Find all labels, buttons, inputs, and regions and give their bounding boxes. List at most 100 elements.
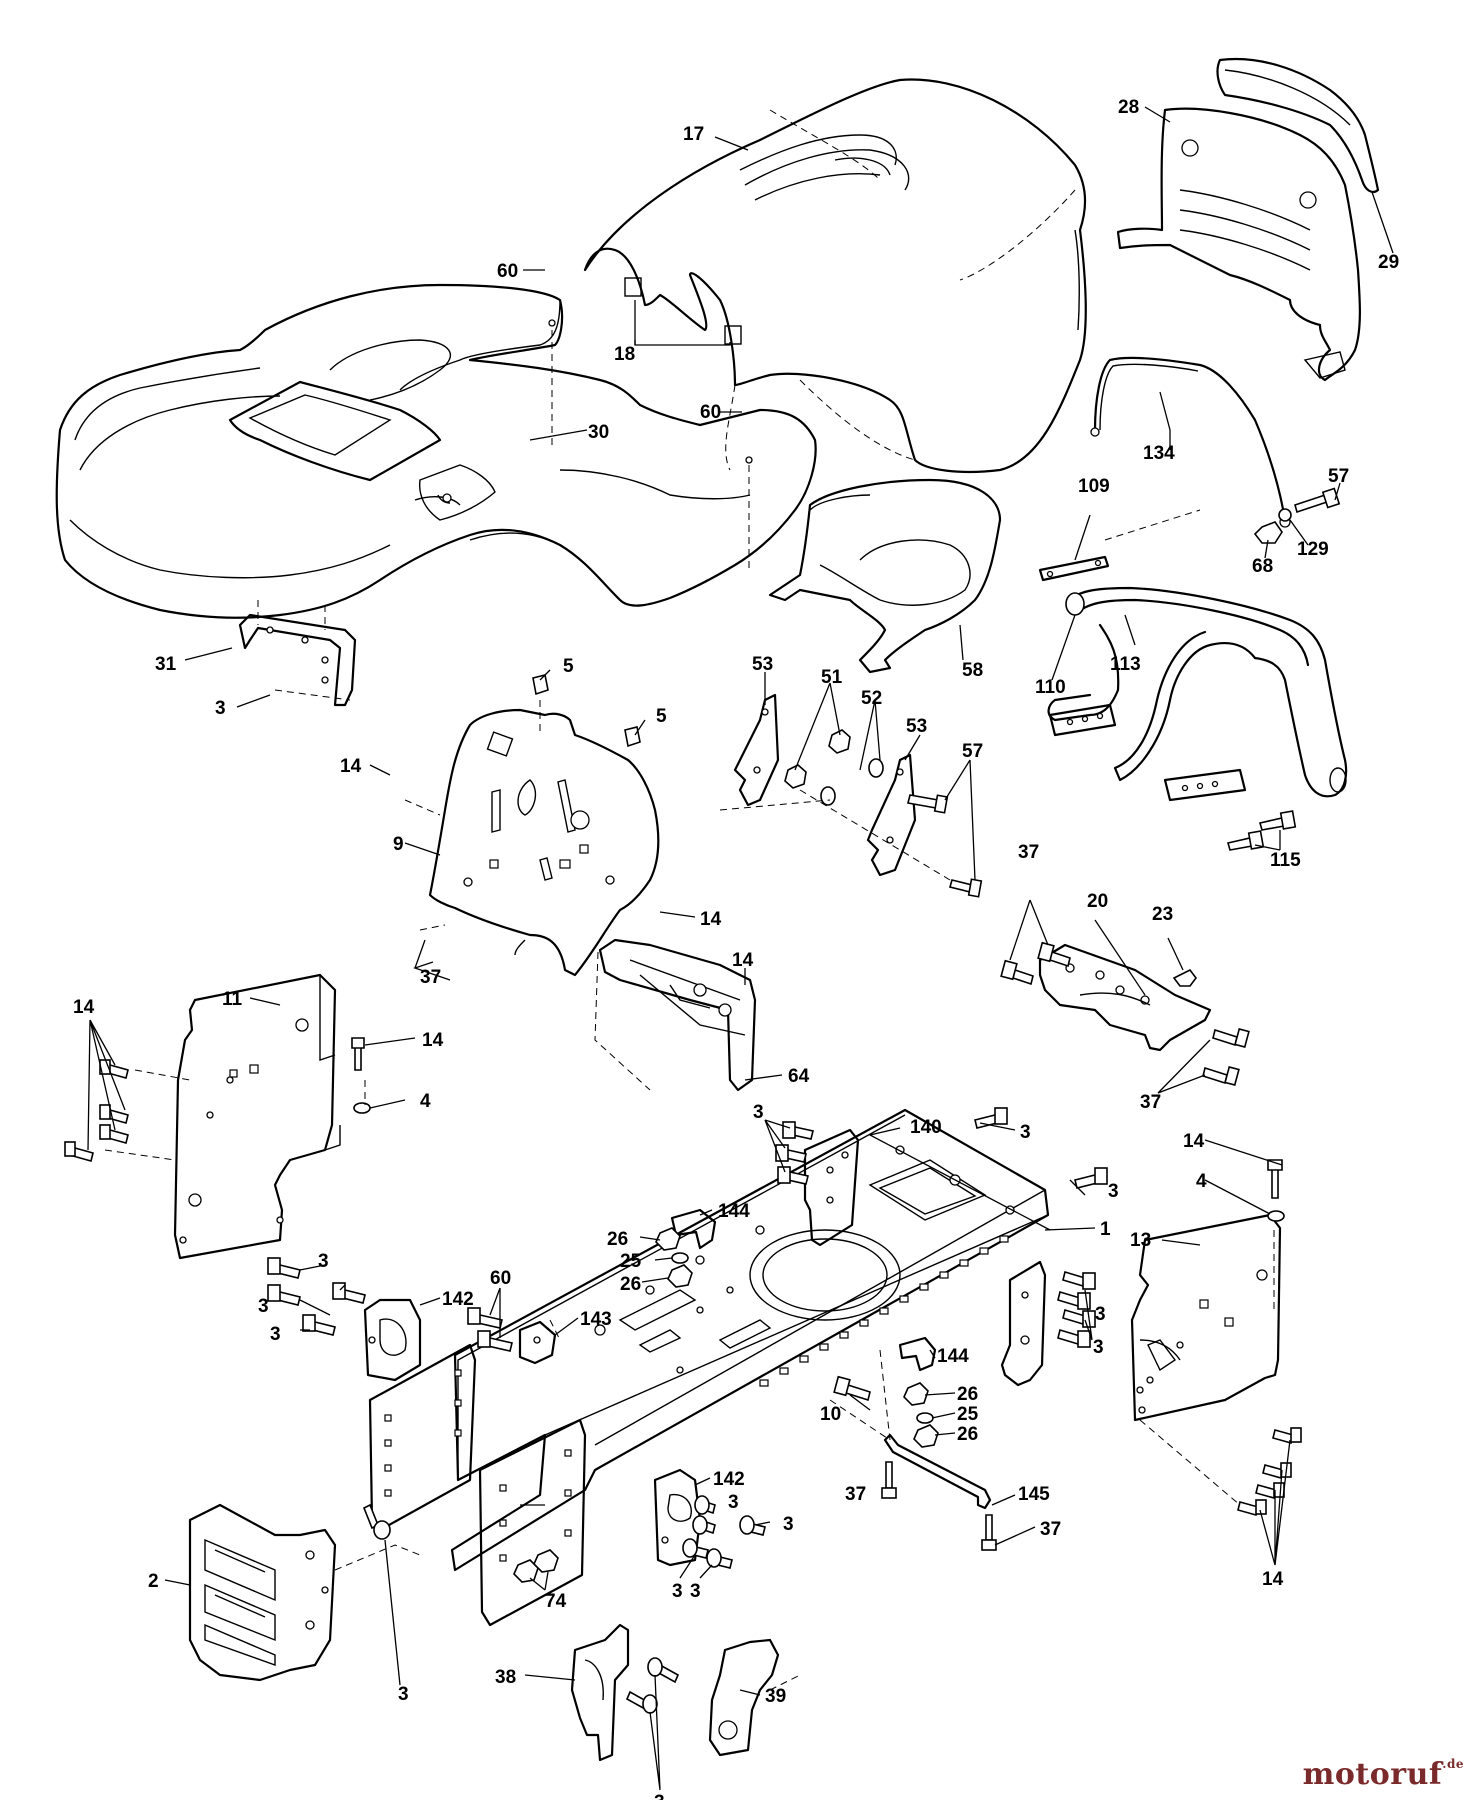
- part-label: 53: [906, 716, 927, 737]
- bracket-39-part: [708, 1638, 780, 1757]
- part-label: 145: [1018, 1484, 1050, 1505]
- part-label: 25: [620, 1251, 642, 1272]
- part-label: 74: [545, 1591, 567, 1612]
- nut-74-a: [513, 1559, 539, 1583]
- part-label: 25: [957, 1404, 979, 1425]
- part-label: 14: [1262, 1569, 1284, 1590]
- part-labels: 17 28 29 60 18 60 30 134 57 109 129 68 3…: [73, 97, 1399, 1800]
- bolts-3-right-part: [1057, 1270, 1096, 1348]
- part-label: 4: [420, 1091, 431, 1112]
- bolts-3-front-part: [682, 1495, 766, 1569]
- part-label: 13: [1130, 1230, 1151, 1251]
- part-label: 60: [497, 261, 518, 282]
- rod-145-part: [883, 1433, 992, 1510]
- part-label: 144: [937, 1346, 969, 1367]
- part-label: 68: [1252, 556, 1273, 577]
- bolts-60-part: [467, 1307, 513, 1352]
- nut-26-upper-a: [655, 1227, 681, 1251]
- part-label: 2: [148, 1571, 159, 1592]
- bracket-31-part: [238, 613, 357, 707]
- nut-26-upper-b: [667, 1264, 693, 1288]
- bolts-37-frame-part: [881, 1461, 997, 1551]
- cover-58-part: [768, 478, 1002, 674]
- fastener-18-left: [624, 277, 642, 297]
- part-label: 3: [753, 1102, 764, 1123]
- bolt-57-part: [1294, 487, 1341, 514]
- strap-109-part: [1038, 555, 1110, 582]
- part-label: 5: [656, 706, 667, 727]
- bolts-57-part: [907, 794, 983, 898]
- part-label: 37: [1018, 842, 1039, 863]
- nut-23: [1172, 968, 1197, 987]
- part-label: 3: [728, 1492, 739, 1513]
- bracket-38-part: [570, 1623, 630, 1762]
- part-label: 109: [1078, 476, 1110, 497]
- part-label: 11: [222, 989, 243, 1010]
- part-label: 3: [654, 1792, 665, 1800]
- part-label: 134: [1143, 443, 1175, 464]
- part-label: 58: [962, 660, 983, 681]
- part-label: 144: [718, 1201, 750, 1222]
- bolt-14-top-right: [1267, 1159, 1283, 1199]
- part-label: 60: [490, 1268, 511, 1289]
- part-label: 3: [672, 1581, 683, 1602]
- handle-113-part: [1047, 586, 1348, 802]
- part-label: 57: [962, 741, 983, 762]
- bolt-10-part: [833, 1375, 871, 1402]
- watermark-suffix: .de: [1442, 1757, 1464, 1771]
- bumper-part: [1216, 58, 1380, 194]
- part-label: 3: [215, 698, 226, 719]
- part-label: 4: [1196, 1171, 1207, 1192]
- part-label: 1: [1100, 1219, 1111, 1240]
- bolts-14-left-part: [64, 1059, 129, 1162]
- part-label: 115: [1270, 850, 1301, 871]
- part-label: 64: [788, 1066, 810, 1087]
- bolts-37-upper-part: [1000, 941, 1071, 986]
- bolts-115-part: [1226, 810, 1297, 851]
- bracket-53-left-part: [733, 693, 780, 807]
- part-label: 14: [73, 997, 95, 1018]
- cap-5-b: [624, 726, 641, 748]
- part-label: 14: [1183, 1131, 1205, 1152]
- bracket-144-lower-part: [898, 1336, 937, 1372]
- washer-25-lower: [916, 1412, 934, 1424]
- part-label: 28: [1118, 97, 1139, 118]
- cap-5-a: [532, 674, 549, 696]
- part-label: 14: [700, 909, 722, 930]
- washer-129-part: [1278, 508, 1292, 522]
- rod-134-part: [1090, 356, 1291, 528]
- part-label: 129: [1297, 539, 1329, 560]
- fender-part: [55, 283, 817, 619]
- part-label: 18: [614, 344, 635, 365]
- part-label: 10: [820, 1404, 841, 1425]
- grille-part: [1116, 107, 1361, 382]
- part-label: 110: [1035, 677, 1066, 698]
- washer-4-left: [353, 1102, 371, 1114]
- part-label: 37: [1140, 1092, 1161, 1113]
- part-label: 23: [1152, 904, 1173, 925]
- washer-52-a: [820, 786, 836, 806]
- part-label: 60: [700, 402, 721, 423]
- hole-fender-60-b: [745, 456, 753, 464]
- nut-26-lower-b: [913, 1424, 939, 1448]
- plate-2-part: [188, 1503, 337, 1682]
- part-label: 31: [155, 654, 177, 675]
- part-label: 26: [957, 1384, 978, 1405]
- bracket-142-front-part: [653, 1468, 702, 1567]
- watermark-logo: motoruf.de: [1303, 1757, 1464, 1792]
- washer-4-right: [1267, 1210, 1285, 1222]
- part-label: 30: [588, 422, 609, 443]
- plate-20-part: [1038, 943, 1212, 1052]
- hole-fender-60-a: [548, 319, 556, 327]
- side-plate-11-part: [173, 973, 341, 1260]
- part-label: 5: [563, 656, 574, 677]
- steering-support-9-part: [428, 708, 660, 977]
- part-label: 3: [783, 1514, 794, 1535]
- part-label: 26: [957, 1424, 978, 1445]
- part-label: 3: [1108, 1181, 1119, 1202]
- bracket-143-part: [518, 1320, 557, 1365]
- part-label: 53: [752, 654, 773, 675]
- part-label: 142: [713, 1469, 745, 1490]
- part-label: 20: [1087, 891, 1108, 912]
- part-label: 26: [620, 1274, 641, 1295]
